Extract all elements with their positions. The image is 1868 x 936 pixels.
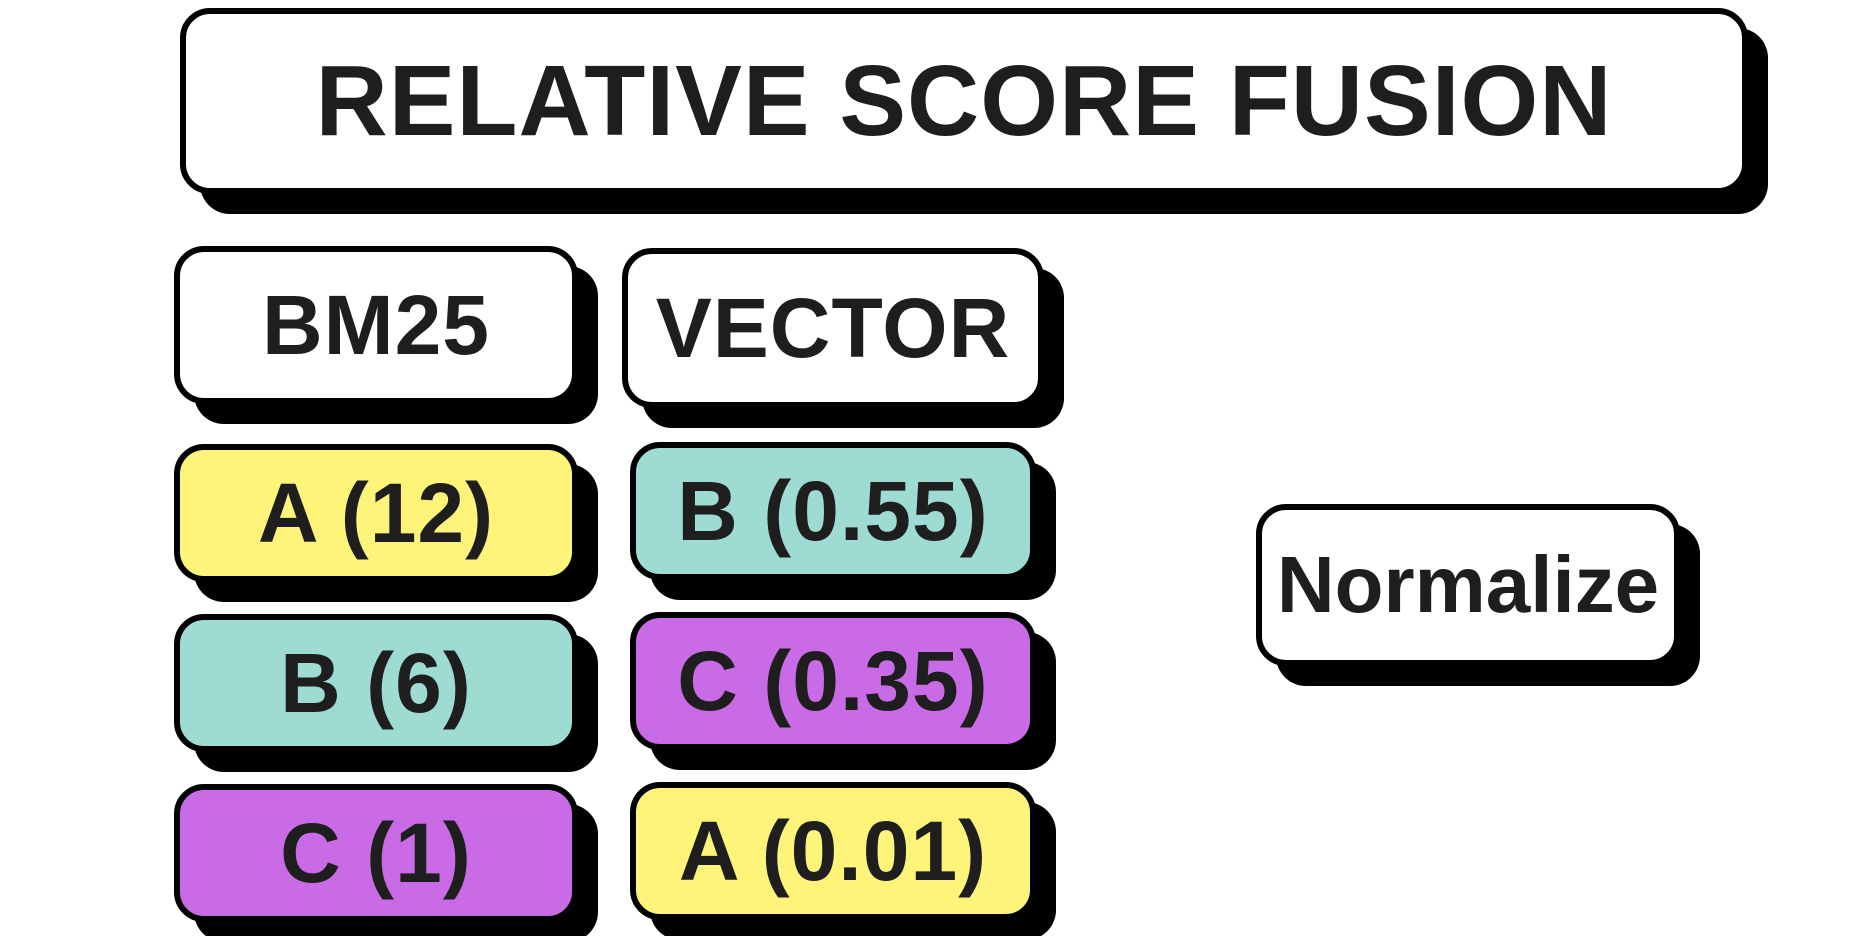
bm25-result-c: C (1) <box>174 784 578 922</box>
bm25-header: BM25 <box>174 246 578 404</box>
bm25-result-a: A (12) <box>174 444 578 582</box>
bm25-result-b: B (6) <box>174 614 578 752</box>
normalize-step: Normalize <box>1256 504 1680 666</box>
vector-result-a: A (0.01) <box>630 782 1036 920</box>
vector-result-c: C (0.35) <box>630 612 1036 750</box>
diagram-title: RELATIVE SCORE FUSION <box>180 8 1748 194</box>
vector-result-b: B (0.55) <box>630 442 1036 580</box>
vector-header: VECTOR <box>622 248 1044 408</box>
